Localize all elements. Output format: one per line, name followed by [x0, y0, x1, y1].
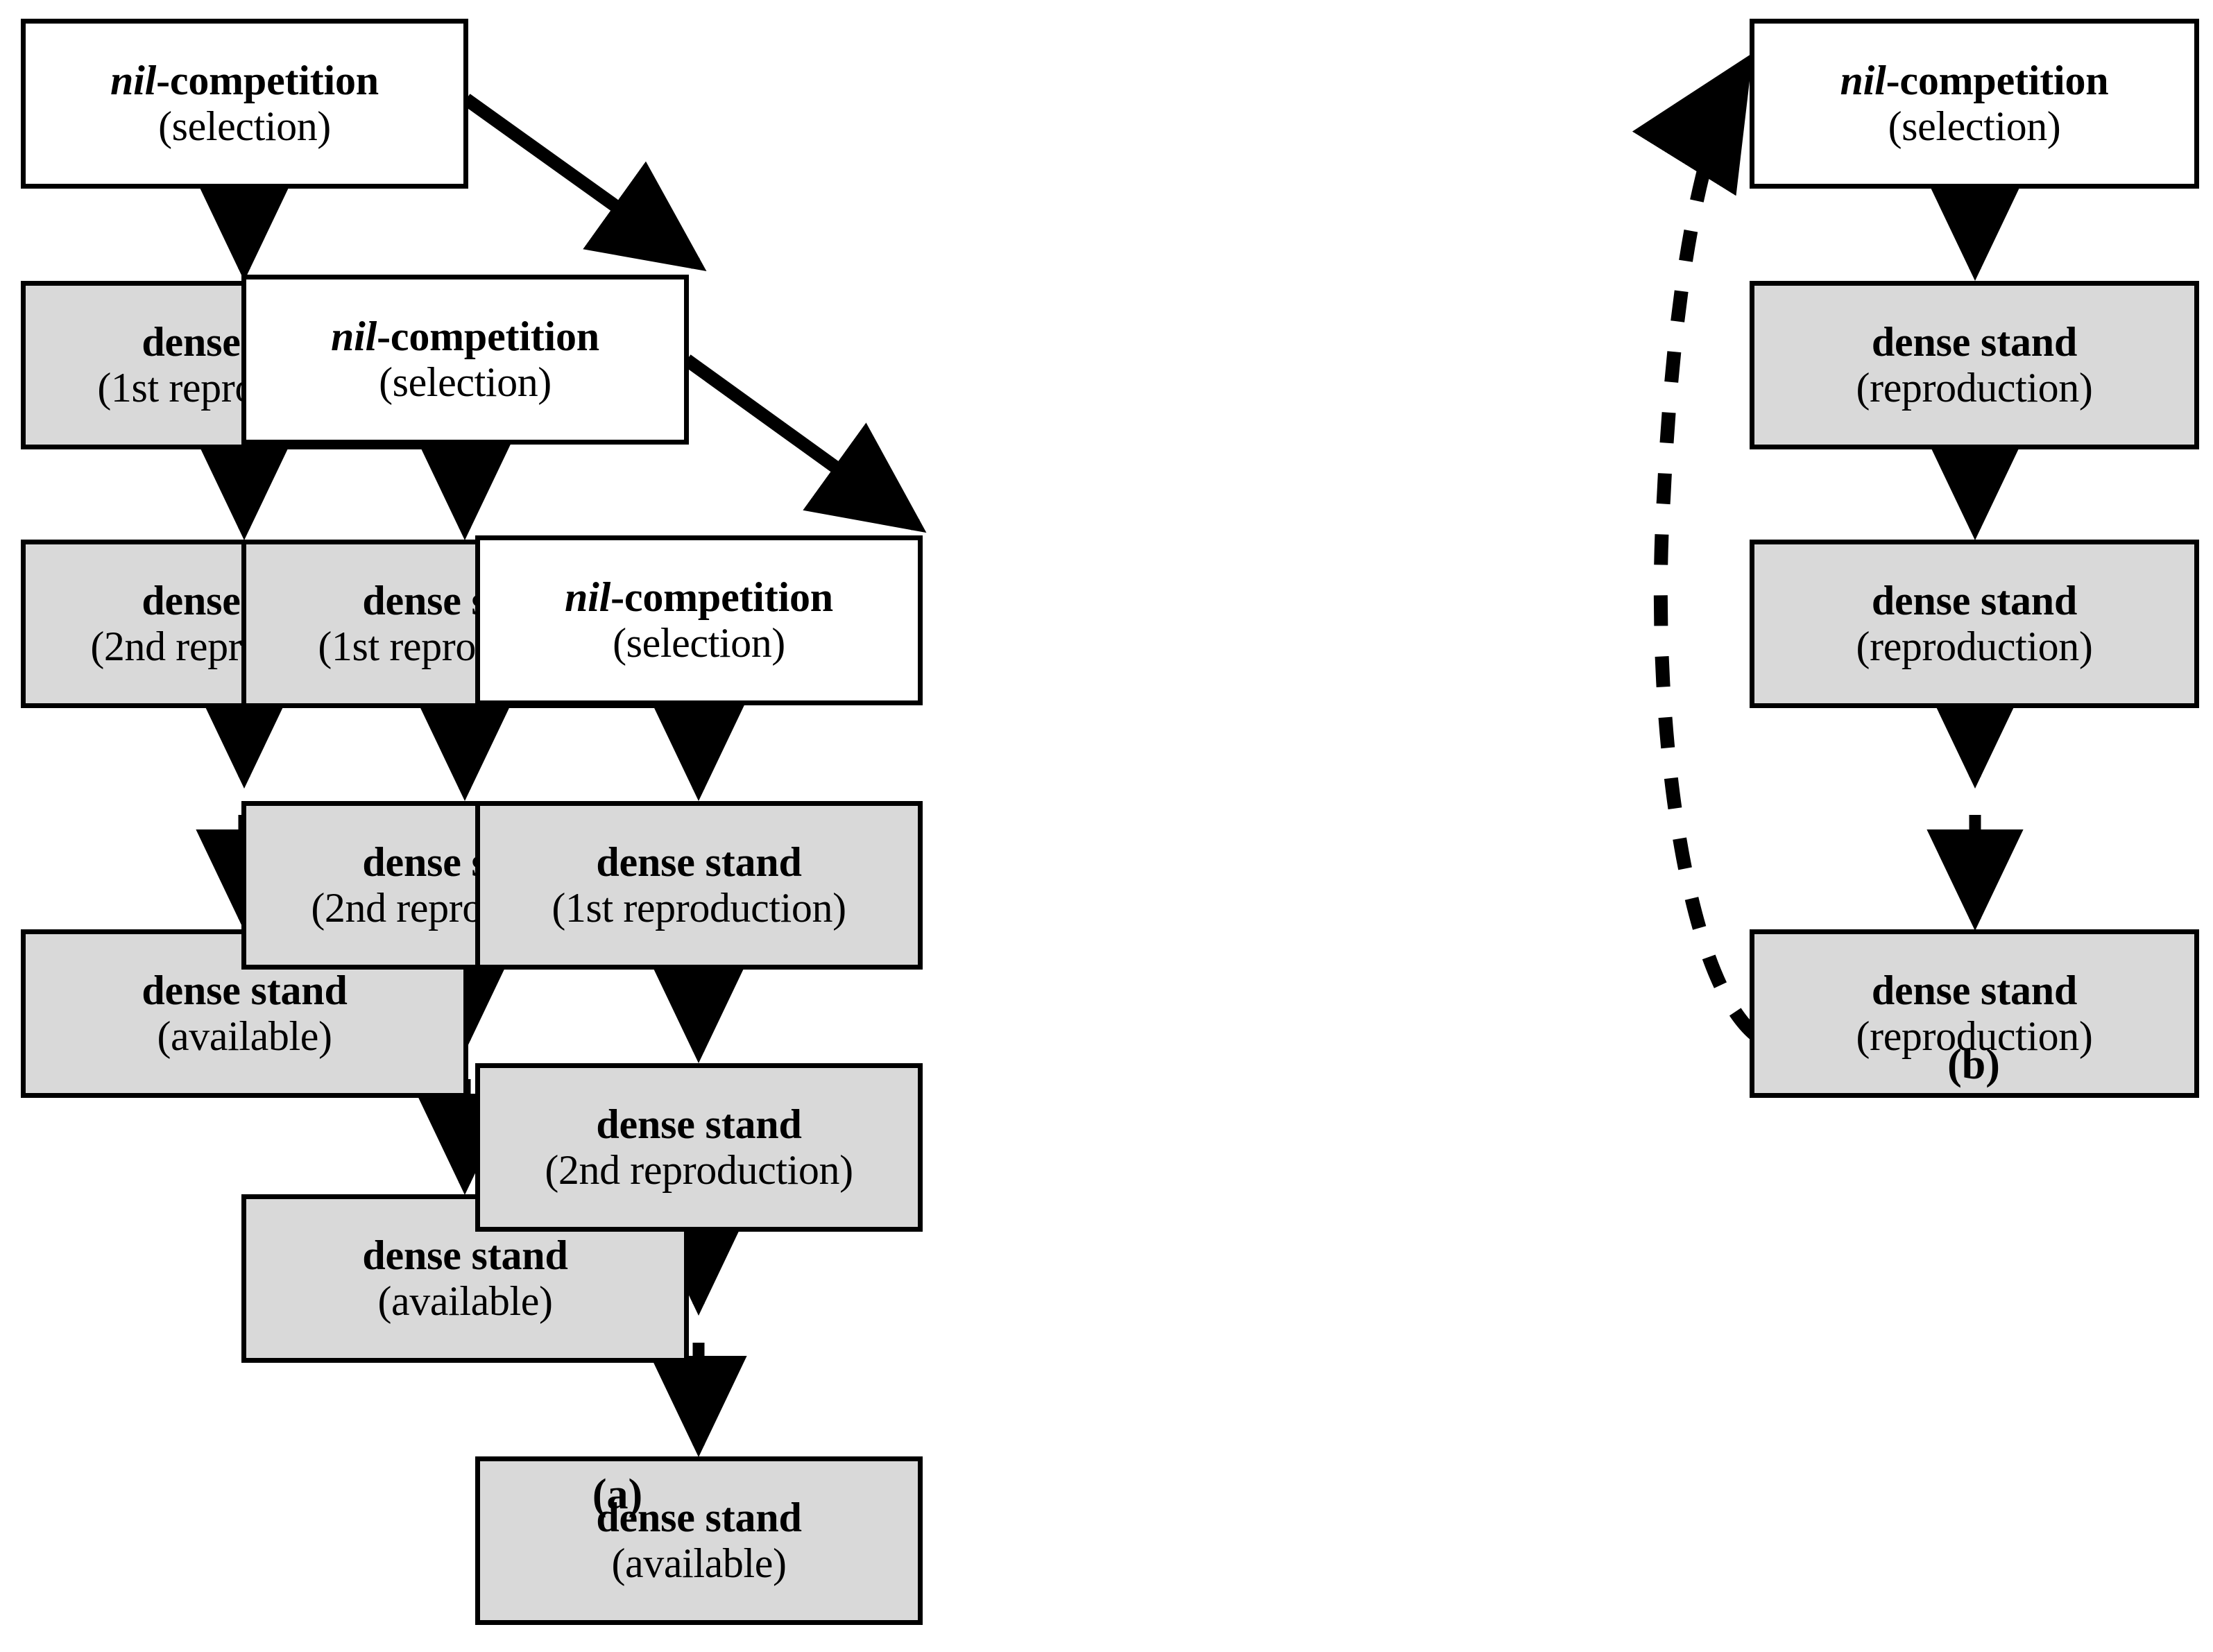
node-title: nil-competition	[331, 316, 599, 358]
node-b-dense-stand-reproduction-3[interactable]: dense stand (reproduction)	[1750, 929, 2199, 1098]
node-title-rest: -competition	[377, 313, 599, 360]
node-title-italic: nil	[110, 58, 157, 104]
node-title-rest: dense stand	[142, 967, 348, 1014]
node-title-italic: nil	[1840, 58, 1886, 104]
node-b-dense-stand-reproduction-1[interactable]: dense stand (reproduction)	[1750, 281, 2199, 449]
node-title-italic: nil	[565, 574, 611, 621]
node-subtitle: (reproduction)	[1856, 1013, 2093, 1059]
panel-label-a: (a)	[592, 1471, 643, 1518]
node-subtitle: (selection)	[613, 619, 785, 666]
node-subtitle: (available)	[157, 1013, 332, 1059]
edge-a-c2-nil-to-c3-nil	[683, 354, 927, 533]
node-subtitle: (available)	[377, 1277, 553, 1324]
panel-label-b: (b)	[1947, 1041, 2000, 1088]
node-title-rest: dense stand	[596, 1495, 802, 1541]
node-title-rest: dense stand	[596, 839, 802, 886]
node-title-rest: -competition	[610, 574, 833, 621]
node-title: dense stand	[1872, 580, 2077, 622]
node-title-rest: dense stand	[1871, 578, 2078, 624]
edge-b-ds3-to-nil-dashed	[1632, 53, 1760, 1040]
node-subtitle: (selection)	[379, 359, 552, 405]
node-title-rest: dense stand	[1871, 967, 2078, 1014]
node-subtitle: (reproduction)	[1856, 364, 2093, 411]
node-subtitle: (2nd reproduction)	[545, 1146, 853, 1193]
node-b-nil-competition[interactable]: nil-competition (selection)	[1750, 19, 2199, 189]
node-title: dense stand	[142, 970, 347, 1012]
node-a-c3-dense-stand-available[interactable]: dense stand (available)	[475, 1456, 923, 1625]
edge-a-c1-nil-to-c2-nil	[462, 94, 707, 272]
node-title: nil-competition	[110, 60, 379, 102]
node-subtitle: (available)	[611, 1540, 787, 1586]
node-title-rest: dense stand	[362, 1232, 568, 1279]
node-title: dense stand	[1872, 970, 2077, 1012]
node-a-c1-nil-competition[interactable]: nil-competition (selection)	[21, 19, 468, 189]
node-title-rest: -competition	[156, 58, 379, 104]
node-title: nil-competition	[1840, 60, 2109, 102]
node-subtitle: (selection)	[1888, 103, 2061, 149]
node-a-c3-dense-stand-1st-reproduction[interactable]: dense stand (1st reproduction)	[475, 801, 923, 970]
node-subtitle: (1st reproduction)	[552, 884, 846, 931]
node-subtitle: (reproduction)	[1856, 623, 2093, 669]
node-title-rest: dense stand	[1871, 319, 2078, 365]
node-title: dense stand	[596, 1497, 801, 1539]
node-b-dense-stand-reproduction-2[interactable]: dense stand (reproduction)	[1750, 540, 2199, 708]
node-a-c2-nil-competition[interactable]: nil-competition (selection)	[241, 275, 689, 445]
node-title: dense stand	[596, 1103, 801, 1146]
node-title-italic: nil	[331, 313, 377, 360]
node-title-rest: -competition	[1886, 58, 2109, 104]
node-subtitle: (selection)	[158, 103, 331, 149]
node-title-rest: dense stand	[596, 1101, 802, 1148]
node-a-c3-dense-stand-2nd-reproduction[interactable]: dense stand (2nd reproduction)	[475, 1063, 923, 1232]
node-title: dense stand	[596, 841, 801, 884]
node-title: dense stand	[1872, 321, 2077, 363]
node-title: dense stand	[362, 1234, 567, 1277]
node-a-c3-nil-competition[interactable]: nil-competition (selection)	[475, 535, 923, 705]
node-title: nil-competition	[565, 576, 833, 619]
